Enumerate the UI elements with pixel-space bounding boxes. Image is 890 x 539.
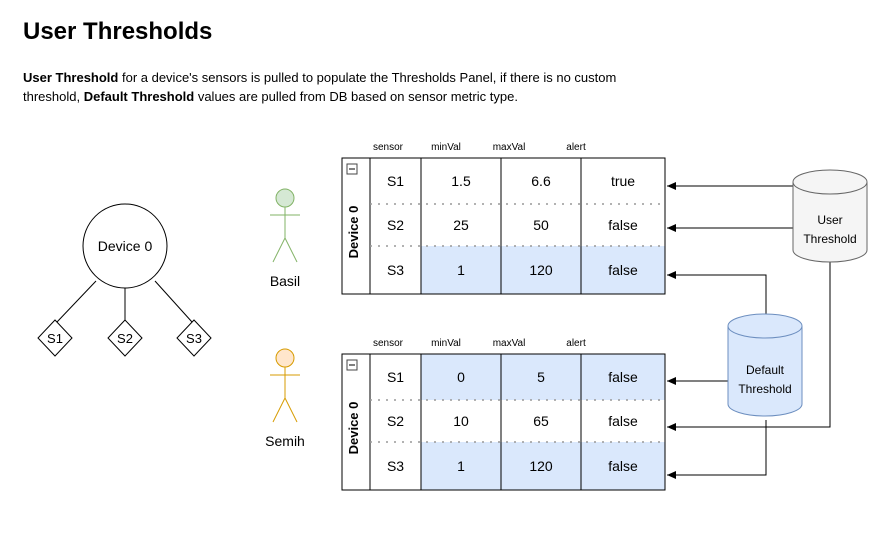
sensor-node-s1[interactable]: S1 bbox=[37, 319, 73, 357]
sensor-diamond-s1 bbox=[37, 319, 73, 357]
actor-basil[interactable]: Basil bbox=[270, 188, 300, 289]
column-header-sensor: sensor bbox=[373, 338, 404, 349]
device-group-label: Device 0 bbox=[346, 402, 361, 455]
device-node[interactable] bbox=[82, 203, 168, 289]
column-header-minVal: minVal bbox=[431, 142, 461, 153]
cell-maxVal: 65 bbox=[533, 413, 549, 429]
cell-alert: false bbox=[608, 217, 638, 233]
user-figure-icon bbox=[270, 188, 300, 263]
cell-sensor: S3 bbox=[387, 262, 404, 278]
desc-text-2: values are pulled from DB based on senso… bbox=[194, 89, 518, 104]
cell-minVal: 1 bbox=[457, 262, 465, 278]
tree-edge-s1 bbox=[56, 280, 97, 323]
database-top bbox=[792, 169, 868, 195]
page-title: User Thresholds bbox=[23, 18, 213, 45]
sensor-node-label-s1: S1 bbox=[47, 331, 63, 346]
threshold-table-frame bbox=[341, 157, 666, 295]
cell-alert: false bbox=[608, 413, 638, 429]
default-db-label-line2: Threshold bbox=[738, 382, 791, 396]
cell-sensor: S3 bbox=[387, 458, 404, 474]
database-top bbox=[727, 313, 803, 339]
actor-name-semih: Semih bbox=[265, 433, 305, 449]
column-header-minVal: minVal bbox=[431, 338, 461, 349]
desc-text-1: for a device's sensors is pulled to popu… bbox=[23, 70, 617, 104]
sensor-node-label-s2: S2 bbox=[117, 331, 133, 346]
user-figure-icon bbox=[270, 348, 300, 423]
cell-minVal: 1.5 bbox=[451, 173, 471, 189]
connectors bbox=[667, 182, 831, 479]
row-background bbox=[421, 354, 665, 400]
actor-semih[interactable]: Semih bbox=[265, 348, 305, 449]
sensor-node-s3[interactable]: S3 bbox=[176, 319, 212, 357]
cell-sensor: S1 bbox=[387, 173, 404, 189]
tree-edge-s3 bbox=[154, 280, 193, 323]
cell-maxVal: 5 bbox=[537, 369, 545, 385]
cell-maxVal: 50 bbox=[533, 217, 549, 233]
cell-sensor: S2 bbox=[387, 413, 404, 429]
connector-default-to-semih-s3 bbox=[667, 420, 767, 479]
cell-maxVal: 120 bbox=[529, 262, 553, 278]
row-background bbox=[421, 158, 665, 204]
sensor-diamond-s2 bbox=[107, 319, 143, 357]
cell-maxVal: 6.6 bbox=[531, 173, 551, 189]
cell-alert: false bbox=[608, 262, 638, 278]
desc-strong-user-threshold: User Threshold bbox=[23, 70, 119, 85]
cell-minVal: 25 bbox=[453, 217, 469, 233]
column-header-alert: alert bbox=[566, 338, 586, 349]
cell-alert: false bbox=[608, 369, 638, 385]
default-threshold-db[interactable]: Default Threshold bbox=[727, 313, 803, 417]
database-icon bbox=[792, 182, 868, 263]
sensor-diamond-s3 bbox=[176, 319, 212, 357]
column-header-sensor: sensor bbox=[373, 142, 404, 153]
row-background bbox=[421, 400, 665, 442]
default-db-label-line1: Default bbox=[746, 363, 785, 377]
user-db-label-line2: Threshold bbox=[803, 232, 856, 246]
desc-strong-default-threshold: Default Threshold bbox=[83, 89, 195, 104]
cell-minVal: 0 bbox=[457, 369, 465, 385]
row-background bbox=[421, 204, 665, 246]
column-header-alert: alert bbox=[566, 142, 586, 153]
device-group-label: Device 0 bbox=[346, 206, 361, 259]
database-icon bbox=[727, 326, 803, 417]
cell-minVal: 10 bbox=[453, 413, 469, 429]
user-db-label-line1: User bbox=[817, 213, 842, 227]
cell-sensor: S1 bbox=[387, 369, 404, 385]
actor-name-basil: Basil bbox=[270, 273, 300, 289]
cell-alert: false bbox=[608, 458, 638, 474]
sensor-node-s2[interactable]: S2 bbox=[107, 319, 143, 357]
connector-default-to-basil-s3 bbox=[667, 271, 767, 318]
device-node-label: Device 0 bbox=[98, 238, 153, 254]
cell-alert: true bbox=[611, 173, 635, 189]
row-background bbox=[421, 442, 665, 490]
page-description: User Threshold for a device's sensors is… bbox=[23, 68, 643, 106]
device-tree: Device 0 S1 S2 S3 bbox=[37, 203, 212, 357]
column-header-maxVal: maxVal bbox=[493, 338, 526, 349]
sensor-node-label-s3: S3 bbox=[186, 331, 202, 346]
row-background bbox=[421, 246, 665, 294]
user-threshold-db[interactable]: User Threshold bbox=[792, 169, 868, 263]
cell-sensor: S2 bbox=[387, 217, 404, 233]
cell-maxVal: 120 bbox=[529, 458, 553, 474]
column-header-maxVal: maxVal bbox=[493, 142, 526, 153]
threshold-table-frame bbox=[341, 353, 666, 491]
connector-user-to-semih-s2 bbox=[667, 262, 831, 431]
cell-minVal: 1 bbox=[457, 458, 465, 474]
